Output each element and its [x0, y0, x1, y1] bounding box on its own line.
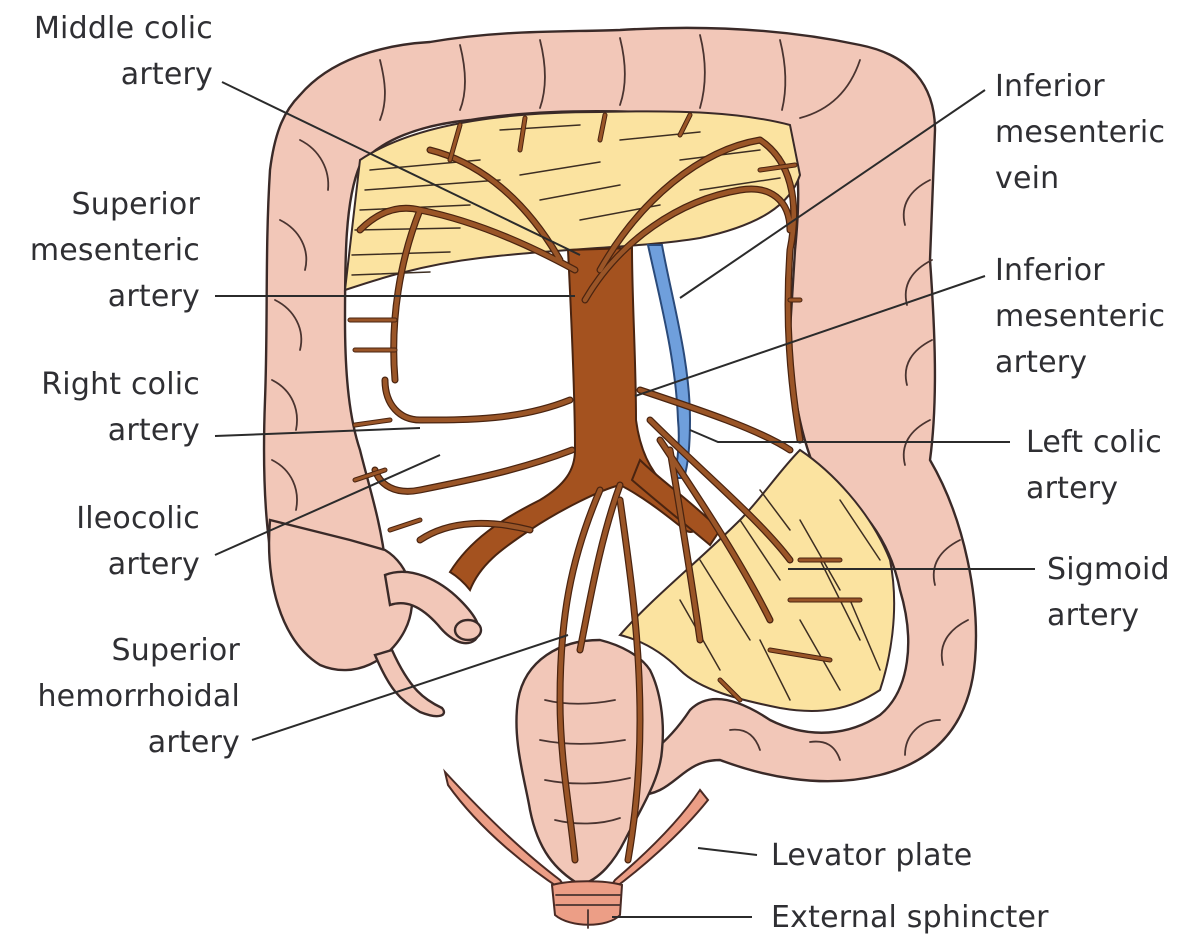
label-superior-mesenteric-artery: Superior mesenteric artery	[29, 187, 200, 314]
leader-left-colic-artery	[689, 429, 1010, 443]
leader-middle-colic-artery	[221, 81, 581, 256]
haustral-folds	[271, 34, 969, 825]
leader-right-colic-artery	[214, 427, 421, 437]
label-superior-hemorrhoidal-artery: Superior hemorrhoidal artery	[37, 633, 240, 760]
label-middle-colic-artery: Middle colic artery	[33, 11, 213, 92]
arterial-tree	[347, 112, 863, 864]
appendix	[373, 648, 446, 718]
label-inferior-mesenteric-artery: Inferior mesenteric artery	[995, 253, 1166, 380]
label-external-sphincter: External sphincter	[771, 900, 1049, 935]
sigmoid-mesocolon	[618, 448, 896, 712]
leader-superior-hemorrhoidal-artery	[251, 634, 569, 741]
colon	[262, 26, 978, 887]
pelvic-floor	[443, 768, 710, 929]
label-inferior-mesenteric-vein: Inferior mesenteric vein	[995, 69, 1166, 196]
leader-inferior-mesenteric-vein	[679, 89, 986, 299]
label-sigmoid-artery: Sigmoid artery	[1047, 552, 1170, 633]
leader-ileocolic-artery	[214, 454, 441, 556]
ileum-lumen	[453, 618, 483, 642]
external-sphincter	[550, 880, 624, 926]
label-ileocolic-artery: Ileocolic artery	[76, 501, 200, 582]
leader-levator-plate	[697, 847, 758, 856]
arterial-branches	[347, 112, 863, 864]
leader-lines	[214, 81, 1035, 918]
label-left-colic-artery: Left colic artery	[1026, 425, 1162, 506]
mesentery	[343, 110, 896, 712]
label-right-colic-artery: Right colic artery	[41, 367, 200, 448]
leader-inferior-mesenteric-artery	[634, 275, 986, 397]
label-levator-plate: Levator plate	[771, 838, 973, 873]
